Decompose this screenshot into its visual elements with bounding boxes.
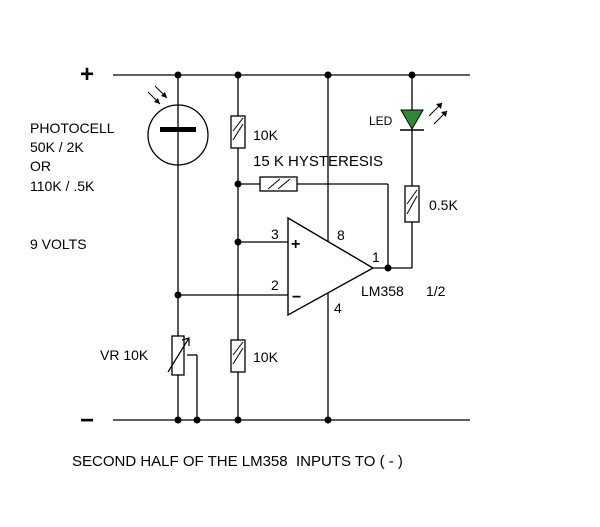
vr-arrow	[167, 337, 190, 373]
caption: SECOND HALF OF THE LM358 INPUTS TO ( - )	[72, 453, 403, 470]
pin8-label: 8	[337, 227, 345, 243]
resistor-hatching	[232, 117, 418, 365]
opamp-plus-sign: +	[291, 236, 300, 253]
supply-label: 9 VOLTS	[30, 236, 87, 252]
opamp-name: LM358	[361, 283, 404, 299]
r-led-label: 0.5K	[429, 197, 458, 213]
pin4-label: 4	[334, 300, 342, 316]
pin1-label: 1	[372, 249, 380, 265]
vr-label: VR 10K	[100, 347, 149, 363]
positive-sign: +	[80, 61, 94, 88]
led	[400, 102, 448, 131]
led-body	[400, 109, 424, 130]
junctions	[174, 71, 416, 424]
r-bottom-label: 10K	[253, 349, 279, 365]
photocell-plate	[160, 127, 196, 132]
opamp-triangle	[287, 216, 375, 317]
photocell-option-b: 110K / .5K	[30, 178, 95, 194]
wires	[113, 74, 470, 421]
photocell-option-a: 50K / 2K	[30, 139, 84, 155]
led-label: LED	[369, 114, 393, 128]
photocell	[147, 85, 209, 166]
pin3-label: 3	[271, 226, 279, 242]
pin2-label: 2	[271, 277, 279, 293]
opamp-minus-sign: −	[292, 289, 301, 306]
photocell-label: PHOTOCELL	[30, 120, 115, 136]
hysteresis-label: 15 K HYSTERESIS	[253, 153, 383, 170]
opamp-half: 1/2	[426, 283, 446, 299]
photocell-or: OR	[30, 158, 51, 174]
r-top-label: 10K	[253, 127, 279, 143]
negative-sign: −	[80, 407, 94, 434]
